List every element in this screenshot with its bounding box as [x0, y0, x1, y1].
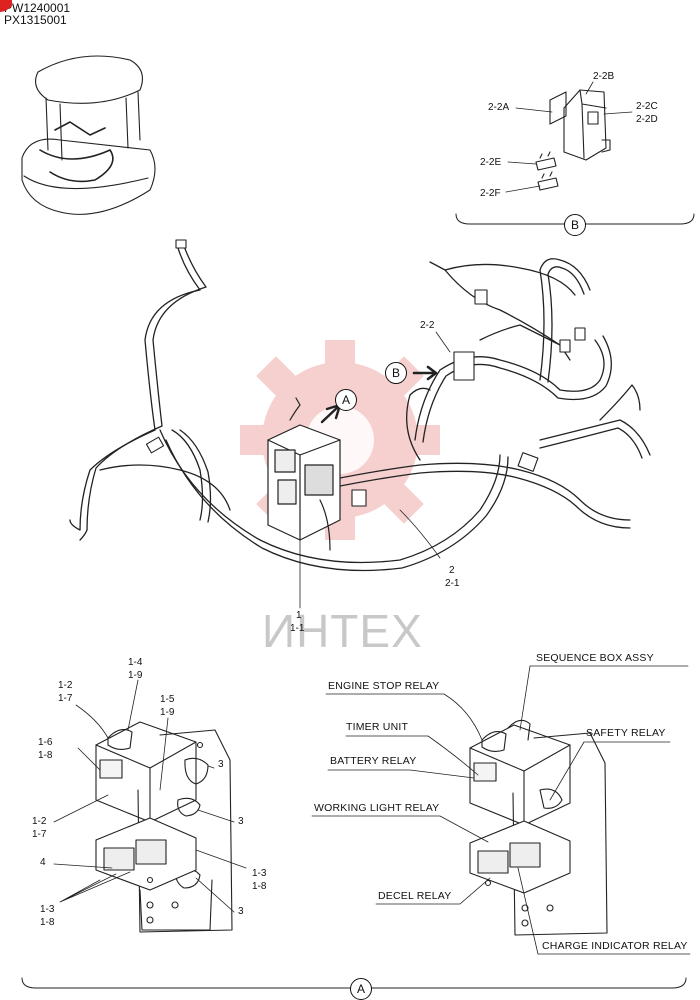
fuse-2-2e-icon — [535, 151, 557, 171]
label-2-2: 2-2 — [420, 320, 435, 331]
label-1-6: 1-6 — [38, 737, 53, 748]
label-3-mid: 3 — [238, 816, 244, 827]
label-1-3-left: 1-3 — [40, 904, 55, 915]
label-1-2-top: 1-2 — [58, 680, 73, 691]
label-1-5: 1-5 — [160, 694, 175, 705]
label-2-2a: 2-2A — [488, 102, 510, 113]
caption-working-light-relay: WORKING LIGHT RELAY — [314, 802, 440, 814]
label-1-8-right: 1-8 — [252, 881, 267, 892]
detail-a-right-leaders — [311, 665, 691, 955]
label-2-2d: 2-2D — [636, 114, 658, 125]
label-1-4: 1-4 — [128, 657, 143, 668]
label-2-2b: 2-2B — [593, 71, 615, 82]
label-2-2c: 2-2C — [636, 101, 658, 112]
relay-block-assembly — [267, 397, 341, 551]
label-2-2e: 2-2E — [480, 157, 502, 168]
main-wire-harness — [69, 245, 651, 572]
label-1-2-bottom: 1-2 — [32, 816, 47, 827]
harness-connectors — [145, 239, 586, 507]
header-code-1: PW1240001 — [4, 1, 71, 15]
corner-tag-icon — [0, 0, 12, 12]
caption-decel-relay: DECEL RELAY — [378, 890, 452, 902]
header-code-2: PX1315001 — [4, 13, 67, 27]
label-1-8-top: 1-8 — [38, 750, 53, 761]
detail-b-relay — [549, 89, 611, 161]
machine-thumbnail — [21, 55, 156, 215]
caption-charge-indicator-relay: CHARGE INDICATOR RELAY — [542, 940, 688, 952]
label-1-9-top: 1-9 — [128, 670, 143, 681]
fuse-2-2f-icon — [537, 171, 559, 191]
label-1-7-top: 1-7 — [58, 693, 73, 704]
caption-sequence-box-assy: SEQUENCE BOX ASSY — [536, 652, 654, 664]
main-marker-b: B — [385, 362, 407, 384]
label-2-1: 2-1 — [445, 578, 460, 589]
main-marker-a: A — [335, 389, 357, 411]
caption-safety-relay: SAFETY RELAY — [586, 727, 666, 739]
caption-timer-unit: TIMER UNIT — [346, 721, 409, 733]
label-1: 1 — [296, 610, 302, 621]
label-4: 4 — [40, 857, 46, 868]
label-3-top: 3 — [218, 759, 224, 770]
watermark-text: ИНТЕХ — [262, 605, 423, 657]
caption-battery-relay: BATTERY RELAY — [330, 755, 417, 767]
label-3-bottom: 3 — [238, 906, 244, 917]
detail-a-left-assembly — [95, 721, 233, 933]
label-2: 2 — [449, 565, 455, 576]
detail-a-left-leaders — [53, 679, 247, 913]
label-1-1: 1-1 — [290, 623, 305, 634]
label-1-7-bottom: 1-7 — [32, 829, 47, 840]
caption-engine-stop-relay: ENGINE STOP RELAY — [328, 680, 440, 692]
label-2-2f: 2-2F — [480, 188, 501, 199]
detail-a-right-assembly — [469, 719, 608, 936]
detail-b-marker: B — [564, 214, 586, 236]
label-1-3-right: 1-3 — [252, 868, 267, 879]
arrow-b-icon — [412, 365, 438, 381]
label-1-9-mid: 1-9 — [160, 707, 175, 718]
label-1-8-left: 1-8 — [40, 917, 55, 928]
detail-a-marker: A — [350, 978, 372, 1000]
